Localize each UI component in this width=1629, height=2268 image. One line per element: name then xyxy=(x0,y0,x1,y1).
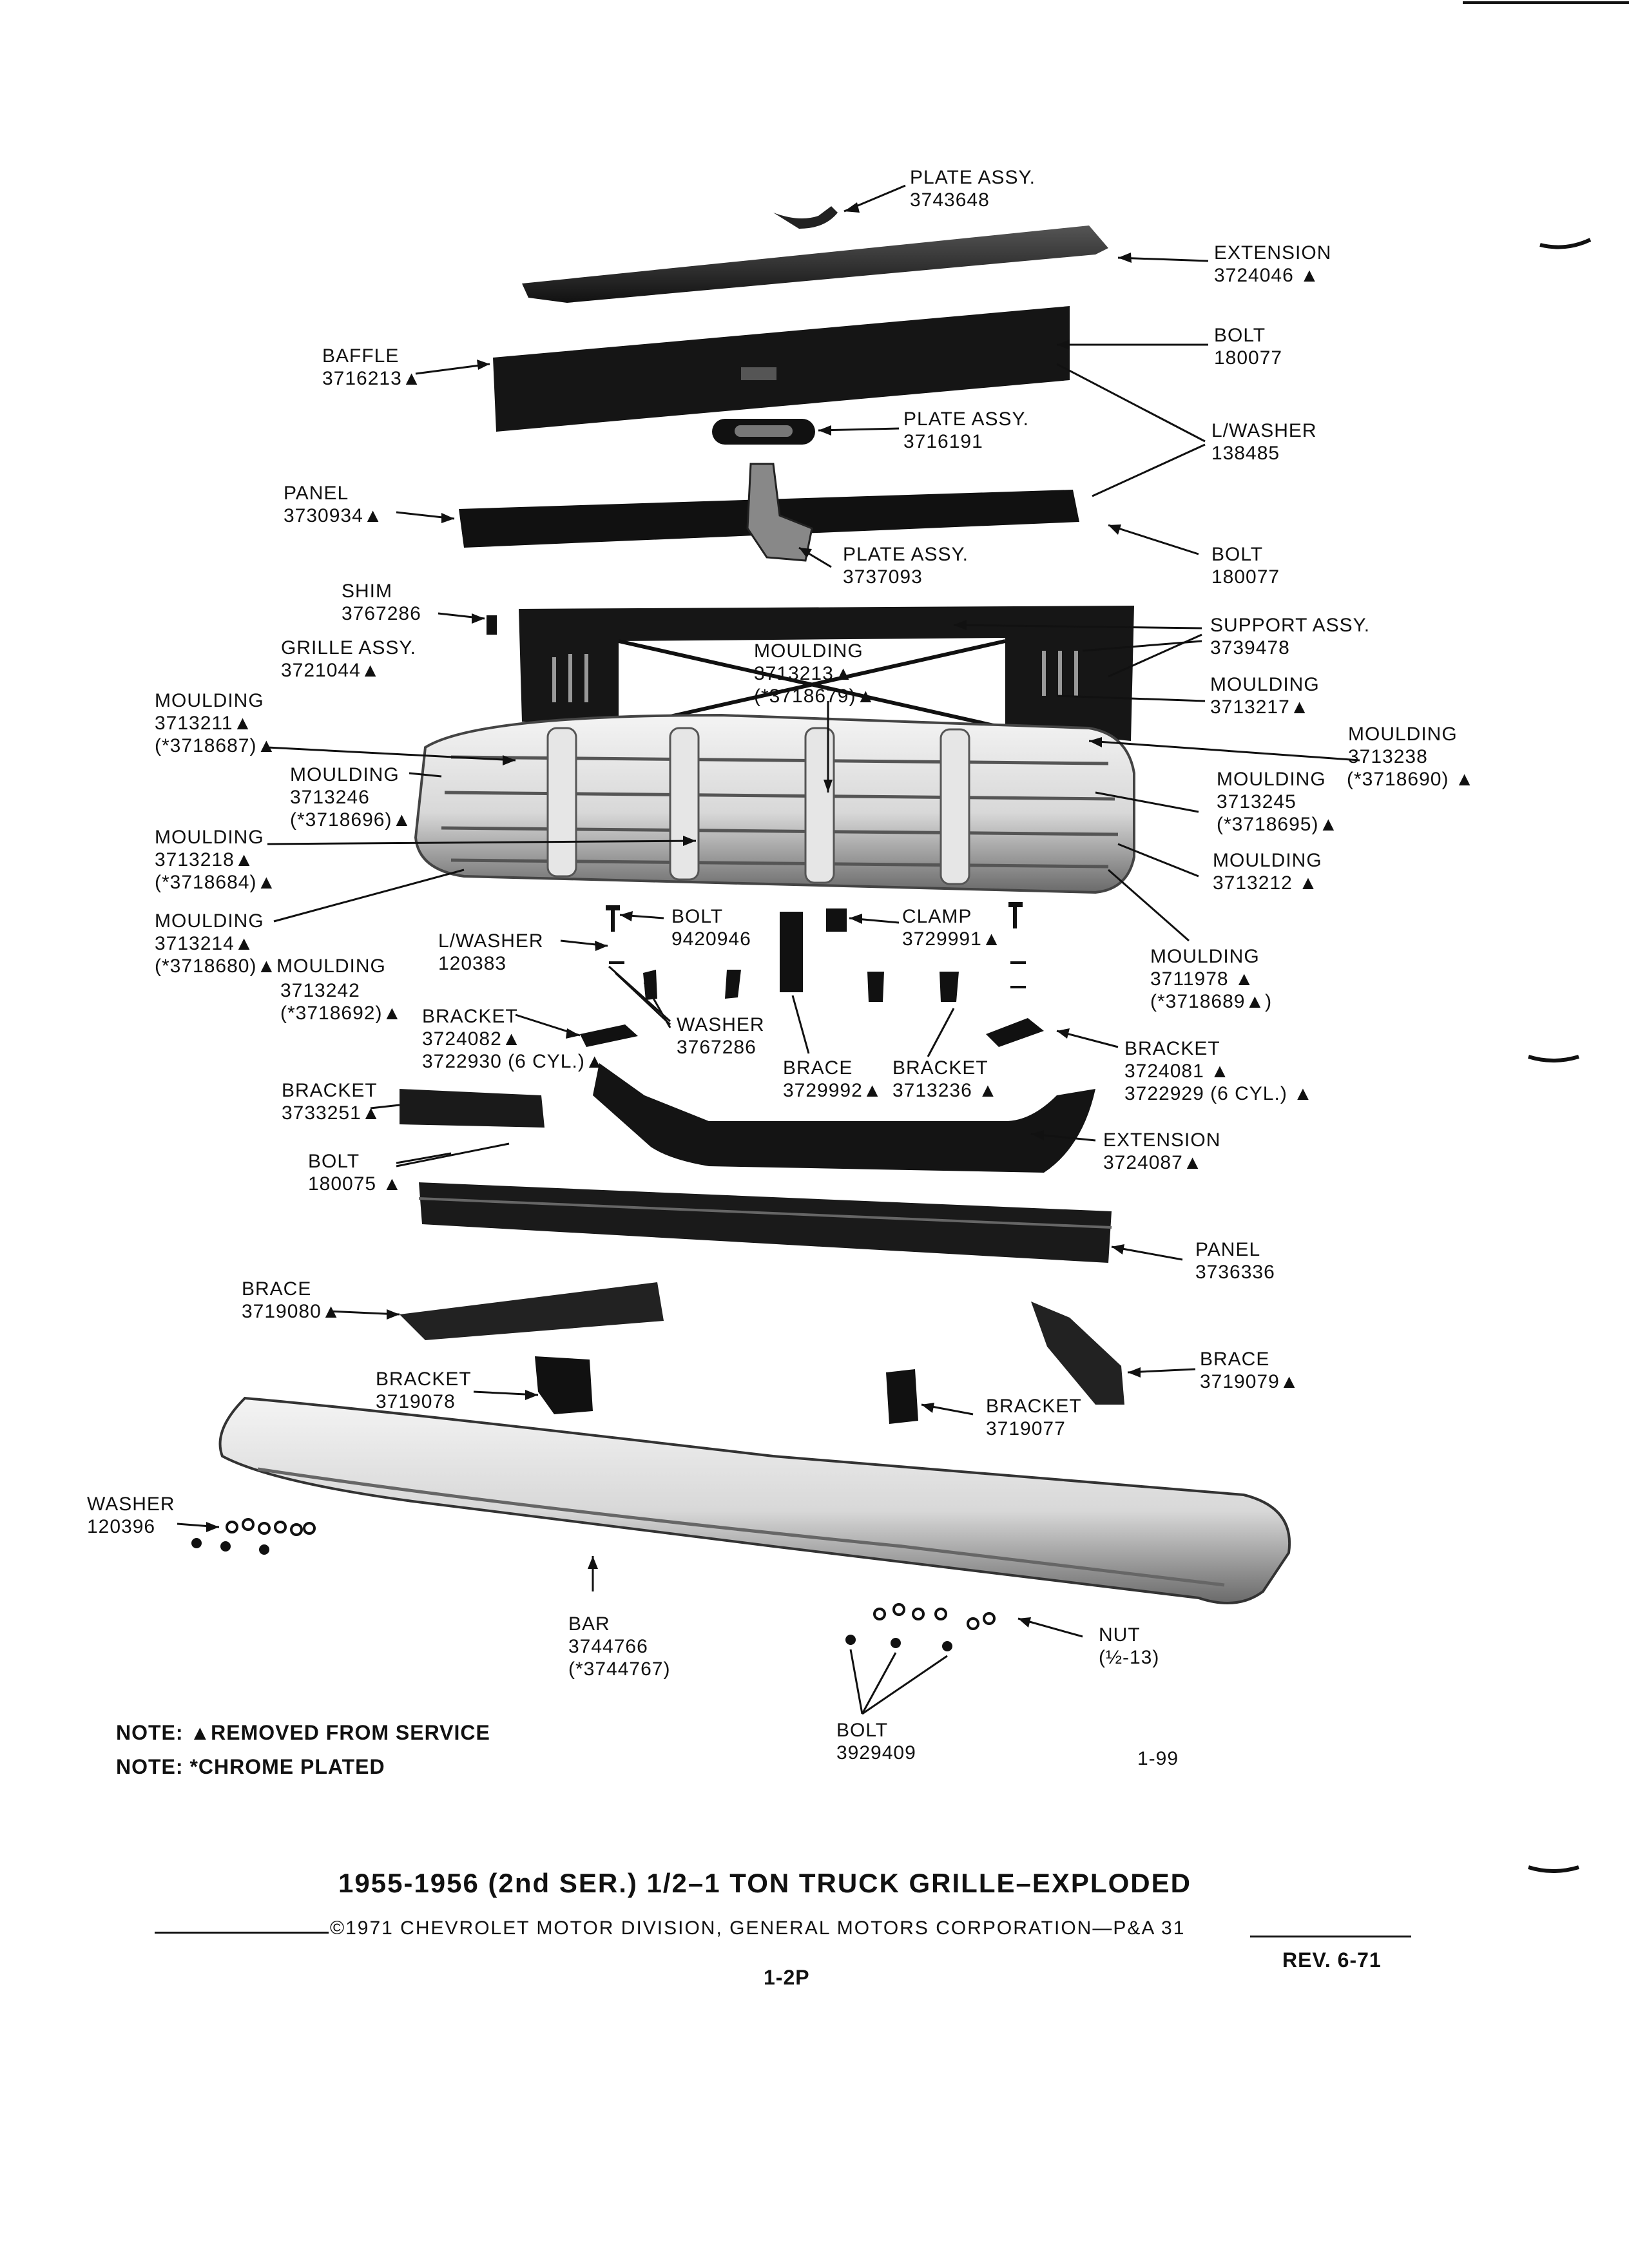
rule-right xyxy=(1250,1936,1411,1937)
baffle-part xyxy=(493,306,1070,432)
page-title: 1955-1956 (2nd SER.) 1/2–1 TON TRUCK GRI… xyxy=(338,1868,1191,1898)
bracket-3733251-part xyxy=(400,1089,545,1128)
label-plate-assy-low: PLATE ASSY.3737093 xyxy=(843,544,969,588)
edge-mark xyxy=(1528,1055,1579,1062)
brace-3729992-part xyxy=(780,912,803,992)
bolt-9420946-part xyxy=(611,908,615,932)
extension-top-part xyxy=(522,226,1108,303)
page-number: 1-2P xyxy=(764,1966,810,1989)
bracket-3719078-part xyxy=(535,1356,593,1414)
note-chrome-plated: NOTE: *CHROME PLATED xyxy=(116,1755,385,1778)
bracket-3724081-part xyxy=(986,1018,1044,1047)
extension-3724087-part xyxy=(593,1063,1095,1173)
label-grille-assy: GRILLE ASSY.3721044▲ xyxy=(281,637,416,681)
bracket-3724082-part xyxy=(580,1024,638,1047)
label-moulding-3713238-alt: (*3718690) ▲ xyxy=(1347,769,1475,790)
baffle-slot xyxy=(741,367,776,380)
support-assy-part xyxy=(519,606,1134,741)
revision: REV. 6-71 xyxy=(1282,1948,1382,1972)
brace-3719079-part xyxy=(1031,1302,1124,1405)
bracket-3719077-part xyxy=(886,1369,918,1424)
copyright-line: ©1971 CHEVROLET MOTOR DIVISION, GENERAL … xyxy=(330,1917,1186,1939)
label-moulding-3713242: 3713242(*3718692)▲ xyxy=(280,980,403,1024)
panel-3736336-part xyxy=(419,1182,1112,1263)
plate-assy-top-part xyxy=(773,206,838,229)
bumper-bar-part xyxy=(218,1396,1291,1604)
edge-mark xyxy=(1528,1865,1579,1873)
figure-number: 1-99 xyxy=(1137,1748,1179,1769)
label-nut: NUT(½-13) xyxy=(1099,1624,1160,1668)
clamp-part xyxy=(826,908,847,932)
label-support-assy: SUPPORT ASSY.3739478 xyxy=(1210,615,1371,658)
label-plate-assy-mid: PLATE ASSY.3716191 xyxy=(903,408,1029,452)
note-removed-from-service: NOTE: ▲REMOVED FROM SERVICE xyxy=(116,1721,490,1744)
brace-3719080-part xyxy=(400,1282,664,1340)
rule-left xyxy=(155,1932,329,1934)
plate-assy-low-part xyxy=(746,463,813,562)
shim-part xyxy=(487,615,497,635)
edge-mark xyxy=(1539,238,1592,249)
label-plate-assy-top: PLATE ASSY.3743648 xyxy=(910,167,1036,211)
